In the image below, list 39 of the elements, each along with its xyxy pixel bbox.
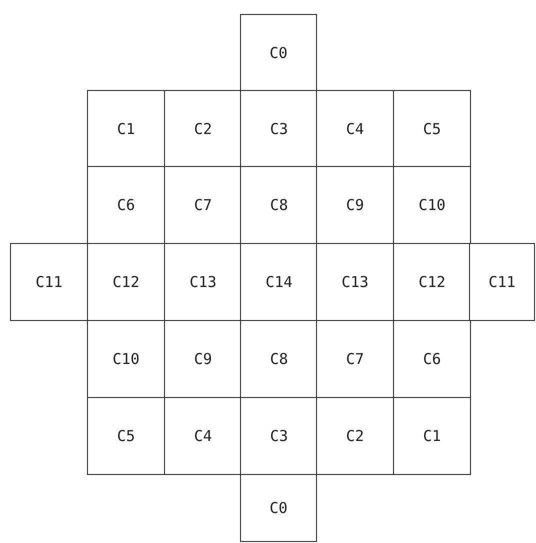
cell-label: C1 — [422, 427, 442, 445]
grid-cell — [87, 397, 165, 475]
grid-cell — [10, 243, 88, 321]
grid-cell — [316, 90, 394, 167]
cell-label: C2 — [346, 427, 364, 445]
cell-label: C8 — [270, 196, 288, 214]
cell-label: C3 — [270, 427, 288, 445]
cell-label: C4 — [194, 427, 212, 445]
cell-label: C3 — [270, 120, 288, 138]
cell-label: C12 — [112, 273, 140, 291]
cell-label: C8 — [270, 350, 288, 368]
cell-label: C0 — [269, 44, 288, 62]
cell-label: C7 — [346, 350, 364, 368]
grid-cell — [393, 90, 471, 167]
cell-label: C11 — [35, 273, 63, 291]
grid-cell — [240, 14, 317, 91]
grid-cell — [87, 90, 165, 167]
grid-cell — [240, 474, 317, 542]
cell-label: C6 — [422, 350, 442, 368]
cell-label: C4 — [346, 120, 364, 138]
cell-label: C1 — [116, 120, 136, 138]
cell-label: C0 — [269, 499, 288, 517]
grid-cell — [469, 243, 535, 321]
cell-label: C12 — [418, 273, 446, 291]
cell-label: C6 — [116, 196, 136, 214]
cell-label: C9 — [194, 350, 212, 368]
cell-label: C13 — [341, 273, 369, 291]
cell-label: C10 — [112, 350, 140, 368]
cell-label: C13 — [189, 273, 217, 291]
cell-label: C9 — [346, 196, 364, 214]
grid-cell — [393, 397, 471, 475]
cell-label: C14 — [265, 273, 293, 291]
cell-label: C7 — [194, 196, 212, 214]
cell-label: C2 — [194, 120, 212, 138]
cell-label: C10 — [418, 196, 446, 214]
cell-label: C5 — [116, 427, 136, 445]
cell-label: C5 — [422, 120, 442, 138]
cell-label: C11 — [488, 273, 516, 291]
grid-cell — [316, 397, 394, 475]
